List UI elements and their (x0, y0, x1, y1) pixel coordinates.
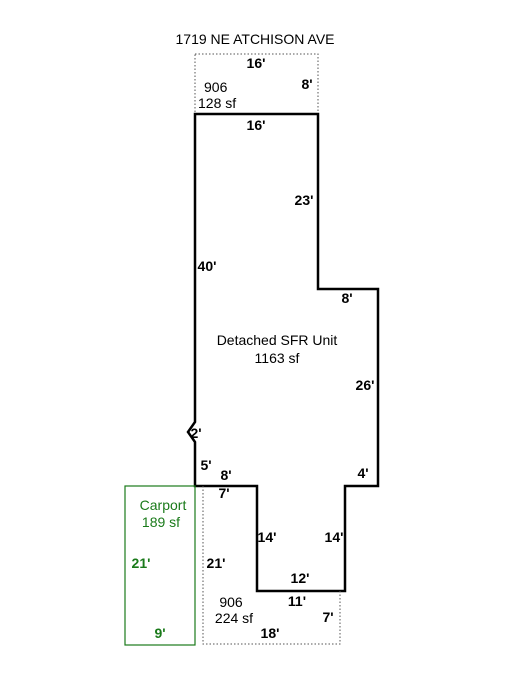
top-area-dim-top: 16' (247, 55, 266, 71)
bottom-area-dim-right: 7' (322, 609, 333, 625)
bottom-area-dim-bottom: 18' (261, 625, 280, 641)
main-unit-dim-bottom-left: 8' (220, 467, 231, 483)
bottom-area-dim-inner: 11' (288, 593, 306, 609)
bottom-area-area: 224 sf (215, 610, 253, 626)
carport-name: Carport (140, 497, 187, 513)
main-unit-dim-right-lower: 26' (356, 377, 375, 393)
main-unit-dim-inner-left: 14' (258, 529, 277, 545)
top-area-code: 906 (204, 79, 228, 95)
top-area-outline (194, 53, 319, 115)
bottom-area-dim-left: 21' (207, 555, 226, 571)
carport-dim-bottom: 9' (154, 625, 165, 641)
main-unit-dim-inner-right: 14' (325, 529, 344, 545)
main-unit-dim-right-upper: 23' (295, 192, 314, 208)
carport-dim-left: 21' (132, 555, 151, 571)
main-unit-dim-step-top: 8' (341, 290, 352, 306)
address-title: 1719 NE ATCHISON AVE (176, 31, 335, 47)
main-unit-dim-notch: 2' (190, 425, 201, 441)
main-unit-area: 1163 sf (255, 350, 300, 366)
main-unit-dim-left-lower: 5' (200, 457, 211, 473)
bottom-area-code: 906 (219, 594, 243, 610)
carport-area: 189 sf (142, 514, 180, 530)
main-unit-dim-top: 16' (247, 117, 266, 133)
carport-outline (124, 485, 196, 646)
main-unit-name: Detached SFR Unit (217, 332, 338, 348)
main-unit-dim-left: 40' (198, 258, 217, 274)
bottom-area-dim-top: 7' (218, 485, 229, 501)
top-area-area: 128 sf (198, 95, 236, 111)
main-unit-dim-step-bottom: 4' (357, 465, 368, 481)
main-unit-outline (186, 112, 380, 593)
top-area-dim-right: 8' (301, 76, 312, 92)
main-unit-dim-inner-bottom: 12' (291, 570, 310, 586)
